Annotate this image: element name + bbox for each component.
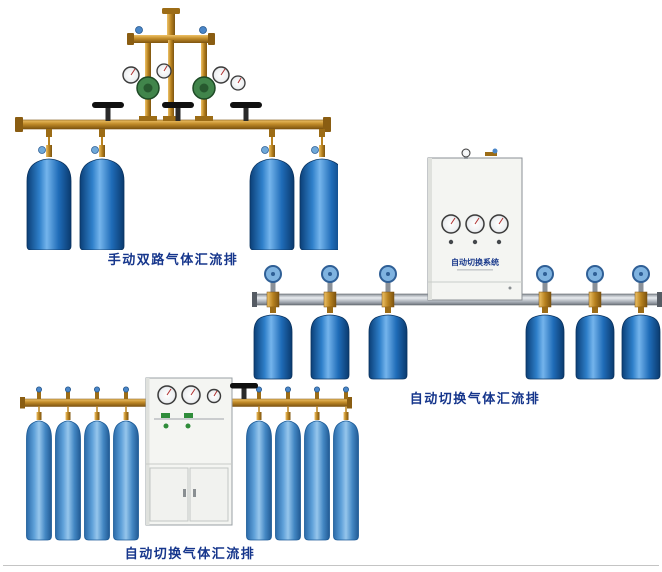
gas-cylinder [113, 420, 139, 541]
right-pressure-regulator [192, 66, 246, 100]
gas-cylinder [253, 314, 293, 380]
green-valve-handle [163, 423, 169, 429]
door-handle [183, 489, 186, 497]
gas-cylinder [575, 314, 615, 380]
gas-cylinder [275, 420, 301, 541]
manual-dual-manifold-illustration [15, 8, 338, 250]
cylinder-valve [632, 265, 650, 313]
cabinet-top-fittings [461, 148, 498, 159]
cylinder-valve [65, 386, 72, 420]
cylinder-valve [536, 265, 554, 313]
shutoff-valve [230, 102, 262, 121]
gas-cylinder [79, 158, 125, 250]
cylinder-connection [91, 129, 105, 157]
cylinder-valve [35, 386, 42, 420]
shutoff-valve [92, 102, 124, 121]
cabinet-door [189, 467, 229, 522]
cylinder-valve [321, 265, 339, 313]
main-manifold-pipe [15, 116, 331, 132]
shutoff-valve [162, 102, 194, 121]
cylinder-connection [38, 129, 52, 157]
cylinder-connection [311, 129, 325, 157]
gas-cylinder [310, 314, 350, 380]
gas-cylinder [84, 420, 110, 541]
caption-auto-switchover-manifold-2: 自动切换气体汇流排 [124, 546, 256, 561]
gas-cylinder [525, 314, 565, 380]
cylinder-valve [264, 265, 282, 313]
gas-cylinder [26, 158, 72, 250]
door-handle [193, 489, 196, 497]
gas-cylinder [333, 420, 359, 541]
pressure-gauge [461, 148, 471, 158]
caption-manual-dual-manifold: 手动双路气体汇流排 [107, 252, 239, 267]
switchover-cabinet [145, 377, 233, 526]
green-valve-handle [184, 413, 193, 418]
gas-cylinder [304, 420, 330, 541]
auto-manifold-illustration: 自动切换系统 [252, 148, 662, 380]
gas-cylinder [246, 420, 272, 541]
cabinet-door [149, 467, 189, 522]
gas-cylinder [55, 420, 81, 541]
gas-cylinder [368, 314, 408, 380]
center-riser-pipe [168, 40, 174, 120]
auto-manifold-2-illustration [20, 377, 359, 541]
cylinder-valve [284, 386, 291, 420]
cylinder-connection [261, 129, 275, 157]
caption-auto-switchover-manifold: 自动切换气体汇流排 [409, 391, 541, 406]
top-header-pipe [127, 8, 215, 45]
cylinder-valve [123, 386, 130, 420]
cylinder-valve [342, 386, 349, 420]
green-valve-handle [185, 423, 191, 429]
cylinder-valve [255, 386, 262, 420]
cylinder-valve [313, 386, 320, 420]
cabinet-label: 自动切换系统 [451, 257, 499, 267]
cylinder-valve [379, 265, 397, 313]
gas-cylinder [621, 314, 661, 380]
shutoff-valve [230, 383, 258, 399]
gas-cylinder [26, 420, 52, 541]
cabinet-gauges [441, 214, 509, 234]
cylinder-valve [94, 386, 101, 420]
bottom-divider-line [3, 565, 659, 566]
left-pressure-regulator [122, 63, 172, 100]
cylinder-valve [586, 265, 604, 313]
control-cabinet: 自动切换系统 [427, 157, 523, 301]
green-valve-handle [161, 413, 170, 418]
